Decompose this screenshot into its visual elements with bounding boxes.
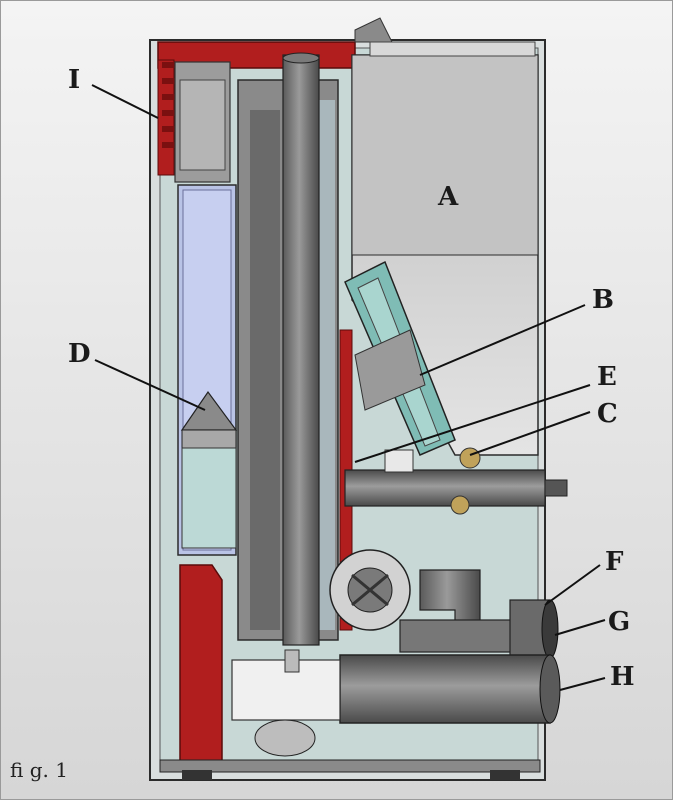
label-A: A <box>437 182 459 212</box>
leader-I <box>91 84 159 119</box>
horizontal-ignition-pipe <box>344 447 568 515</box>
leader-D <box>94 359 206 411</box>
base-blower <box>159 719 541 780</box>
top-grille <box>174 61 231 183</box>
pellet-hopper <box>351 17 539 456</box>
label-C: C <box>597 399 618 429</box>
vertical-flue-pipe <box>282 52 320 646</box>
deflector <box>180 390 238 549</box>
feed-auger <box>344 260 456 456</box>
leader-G <box>554 619 606 636</box>
leader-F <box>544 564 601 606</box>
leader-H <box>559 677 606 691</box>
leader-C <box>469 411 591 456</box>
air-intake-pipe <box>231 649 561 724</box>
label-I: I <box>68 65 80 95</box>
red-lower-panel <box>179 329 353 771</box>
label-F: F <box>605 547 624 577</box>
leader-E <box>354 384 591 463</box>
label-B: B <box>592 285 614 315</box>
label-G: G <box>608 607 630 637</box>
leader-lines <box>91 84 606 691</box>
exhaust-fan <box>329 549 411 631</box>
leader-B <box>419 304 586 376</box>
figure-caption: fi g. 1 <box>10 758 68 782</box>
label-D: D <box>68 339 91 369</box>
exhaust-elbow <box>399 569 559 659</box>
label-H: H <box>610 662 635 692</box>
label-E: E <box>597 362 617 392</box>
